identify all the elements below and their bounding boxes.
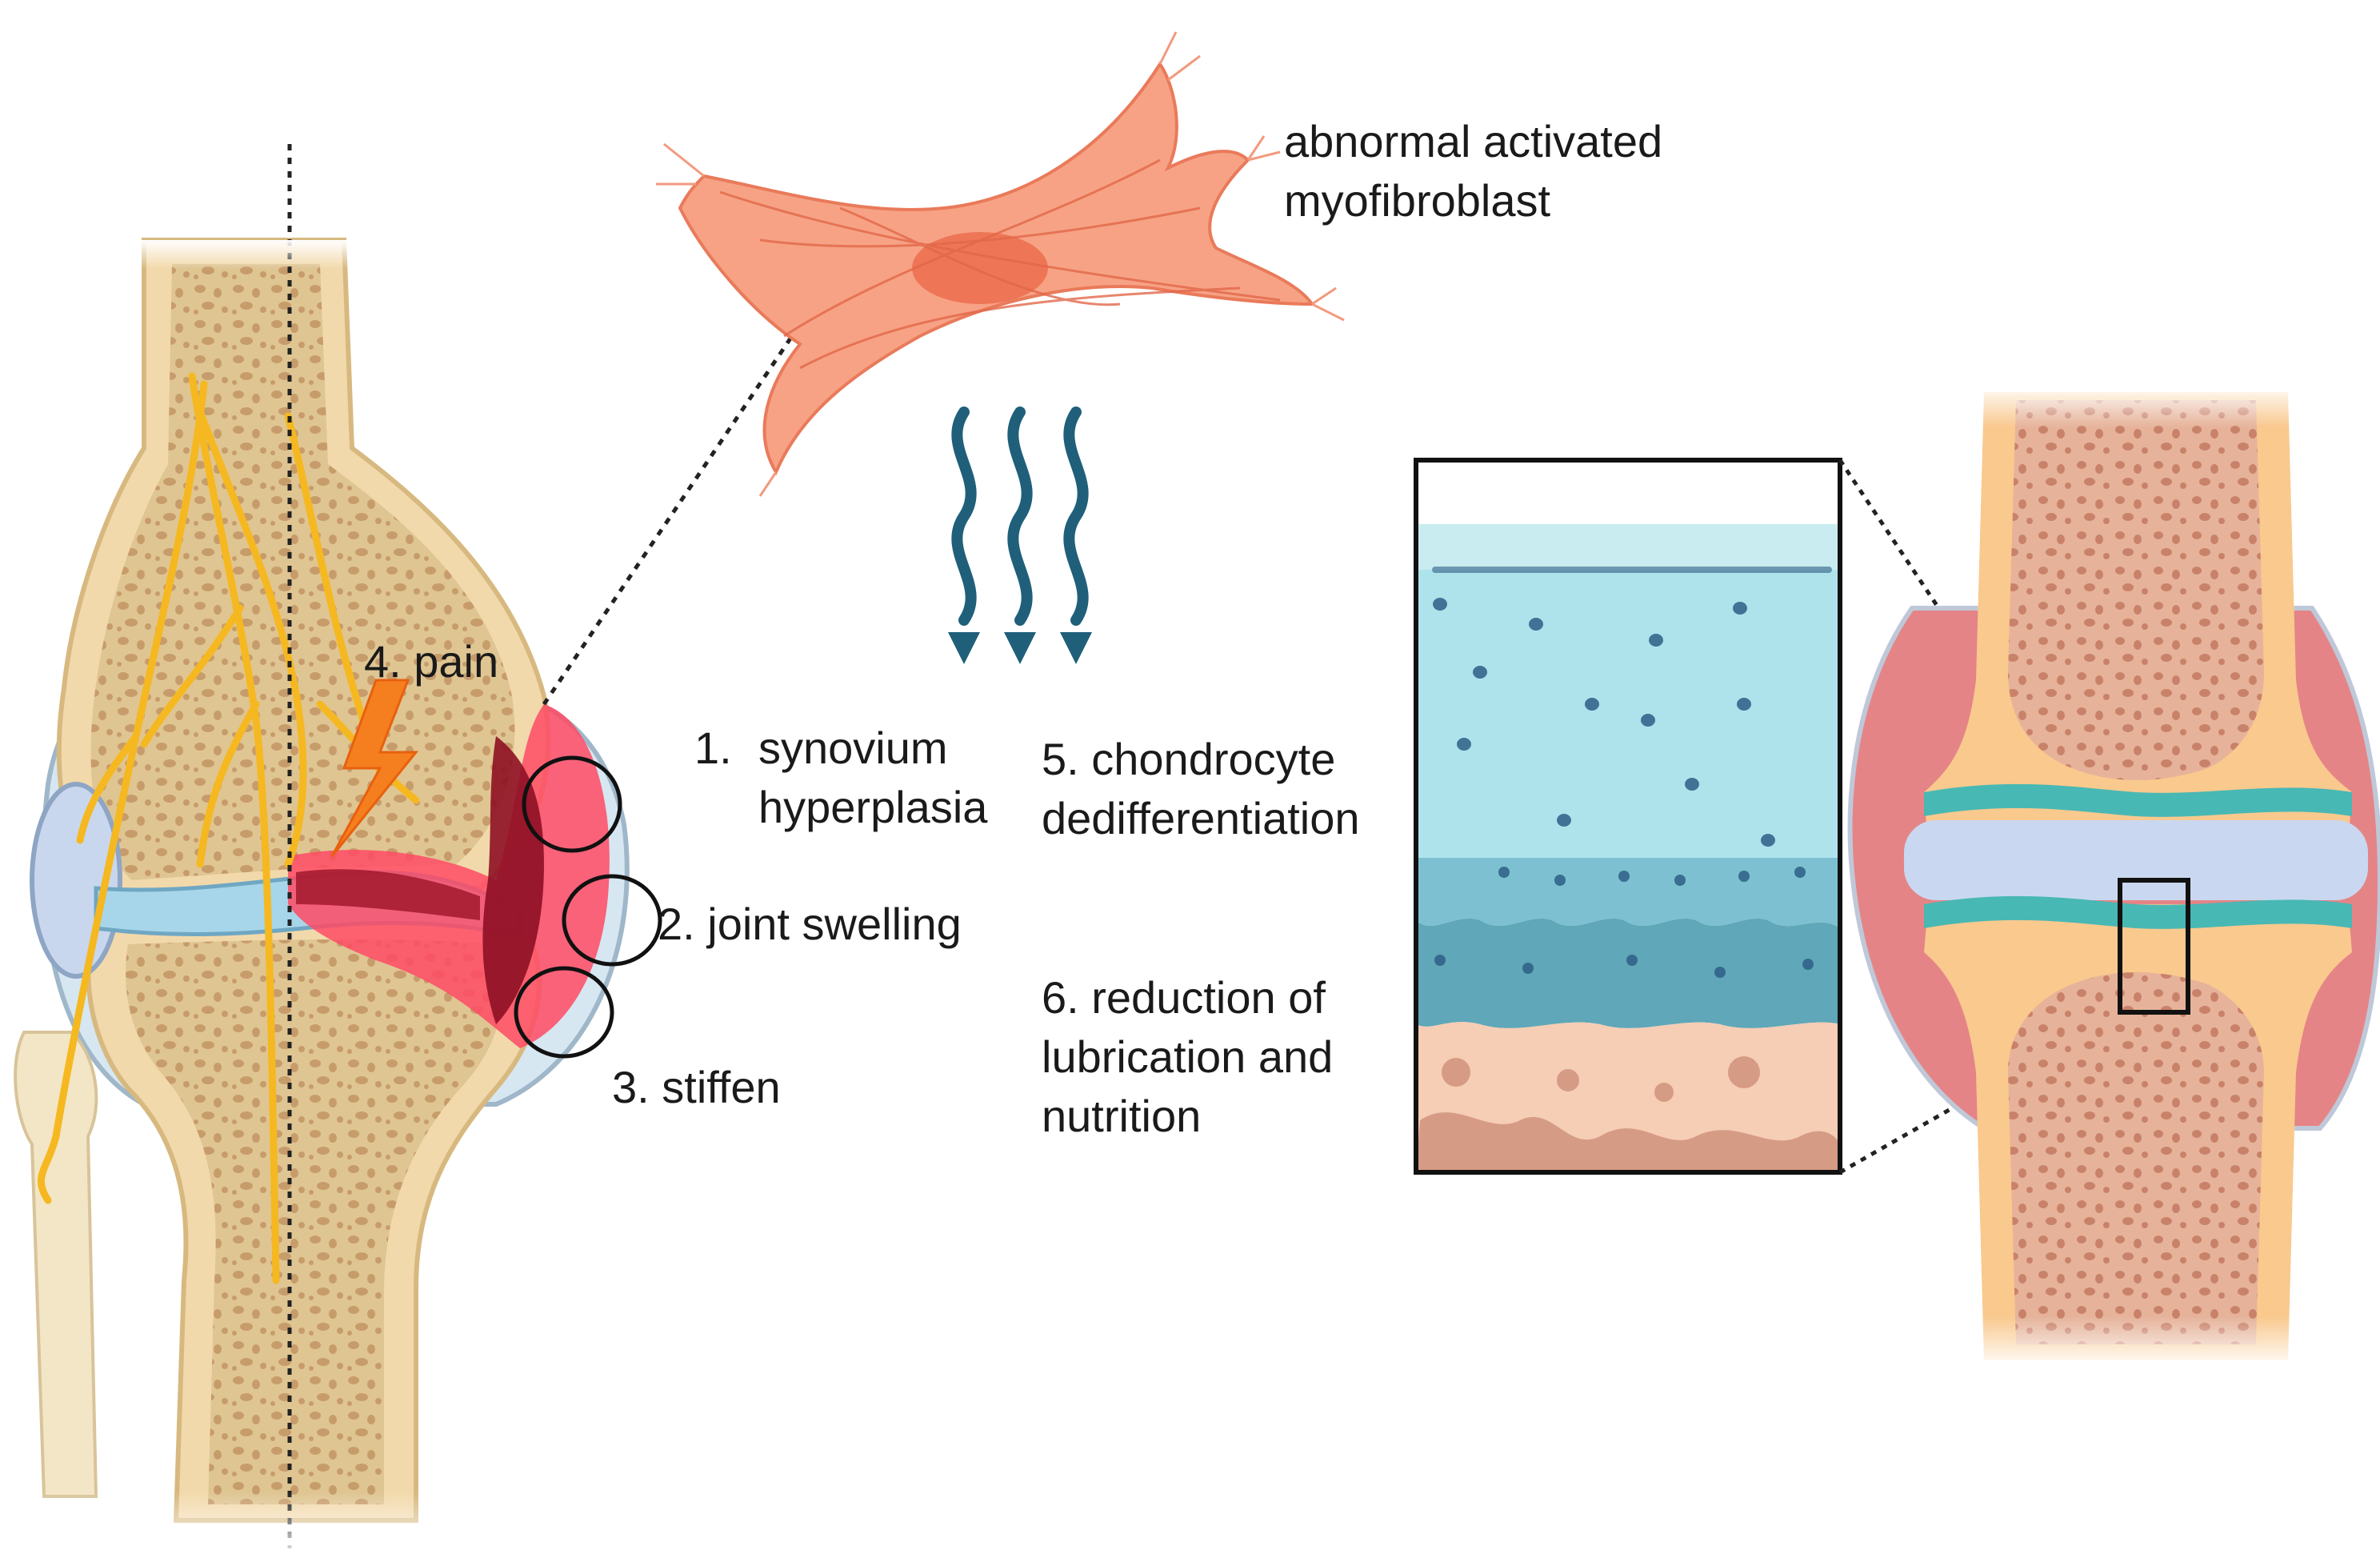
pain-label: 4. pain bbox=[364, 636, 499, 687]
healthy-joint-illustration bbox=[1840, 384, 2380, 1368]
swelling-label: 2. joint swelling bbox=[658, 899, 962, 949]
synovium-circle bbox=[522, 755, 622, 853]
myofibroblast-cell bbox=[656, 31, 1345, 497]
myofibroblast-leader-line bbox=[542, 334, 794, 706]
inflamed-knee-illustration bbox=[0, 144, 688, 1562]
myofibroblast-label-line1: abnormal activated bbox=[1284, 116, 1663, 166]
synovium-label-line1: synovium bbox=[758, 723, 948, 773]
reduction-label-line2: lubrication and bbox=[1042, 1031, 1334, 1082]
chondrocyte-label-line2: dedifferentiation bbox=[1042, 793, 1360, 843]
reduction-label-line3: nutrition bbox=[1042, 1091, 1202, 1141]
zoom-frame bbox=[1414, 458, 1842, 1175]
lightning-bolt-icon bbox=[330, 679, 419, 857]
reduction-label-line1: 6. reduction of bbox=[1042, 972, 1326, 1023]
myofibroblast-label-line2: myofibroblast bbox=[1284, 175, 1551, 226]
swelling-circle bbox=[562, 874, 662, 967]
stiffen-label: 3. stiffen bbox=[612, 1062, 781, 1112]
arrowheads bbox=[948, 632, 1092, 664]
stiffen-circle bbox=[514, 966, 614, 1059]
synovium-number: 1. bbox=[694, 723, 732, 773]
synovium-label-line2: hyperplasia bbox=[758, 782, 988, 832]
chondrocyte-label-line1: 5. chondrocyte bbox=[1042, 734, 1336, 784]
zoom-region-marker bbox=[2118, 878, 2190, 1015]
cartilage-zoom-panel bbox=[1414, 458, 1842, 1175]
wavy-arrow-icon bbox=[951, 407, 1089, 626]
